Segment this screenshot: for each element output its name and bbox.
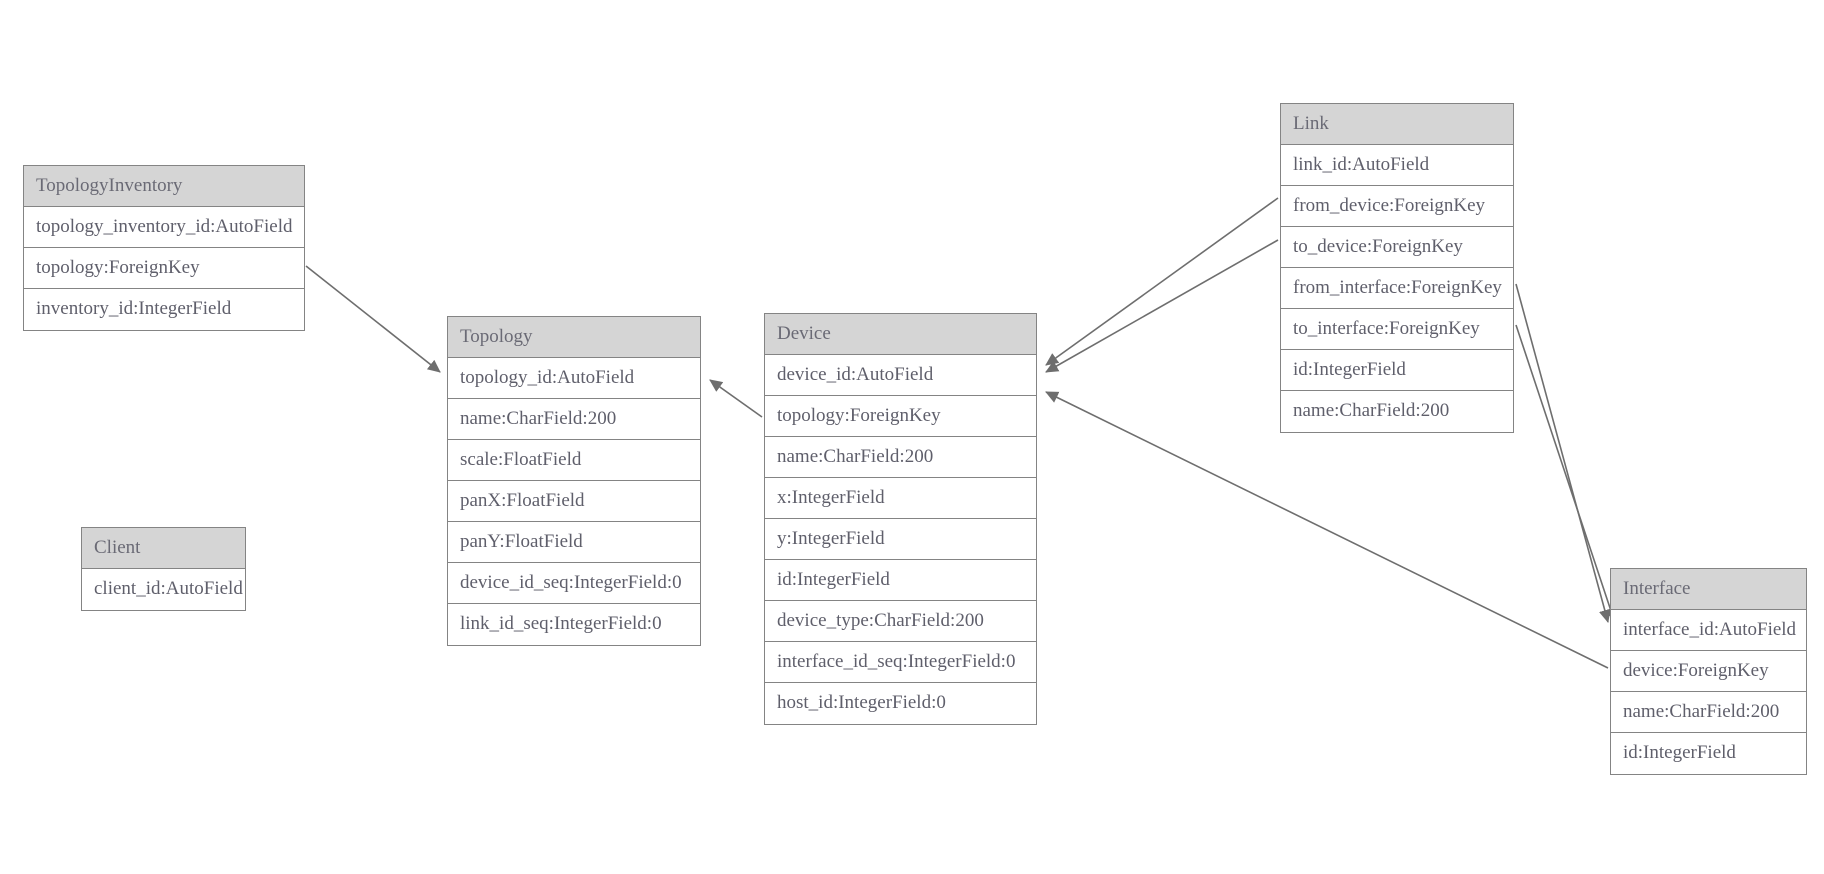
entity-field[interactable]: name:CharField:200	[1281, 391, 1513, 432]
entity-field[interactable]: link_id_seq:IntegerField:0	[448, 604, 700, 645]
edge-link-to-device	[1045, 239, 1279, 373]
entity-field[interactable]: scale:FloatField	[448, 440, 700, 481]
entity-title-topology_inventory: TopologyInventory	[24, 166, 304, 207]
entity-field[interactable]: device_type:CharField:200	[765, 601, 1036, 642]
entity-field[interactable]: x:IntegerField	[765, 478, 1036, 519]
entity-field[interactable]: from_interface:ForeignKey	[1281, 268, 1513, 309]
entity-field[interactable]: topology_id:AutoField	[448, 358, 700, 399]
entity-field[interactable]: y:IntegerField	[765, 519, 1036, 560]
edge-interface-device	[1045, 391, 1609, 669]
entity-field[interactable]: id:IntegerField	[1281, 350, 1513, 391]
edge-topologyinventory-topology	[305, 265, 441, 373]
entity-field[interactable]: client_id:AutoField	[82, 569, 245, 610]
entity-title-device: Device	[765, 314, 1036, 355]
entity-title-link: Link	[1281, 104, 1513, 145]
entity-field[interactable]: host_id:IntegerField:0	[765, 683, 1036, 724]
entity-title-client: Client	[82, 528, 245, 569]
edge-device-topology	[709, 379, 763, 418]
entity-field[interactable]: name:CharField:200	[448, 399, 700, 440]
entity-field[interactable]: to_interface:ForeignKey	[1281, 309, 1513, 350]
entity-field[interactable]: interface_id:AutoField	[1611, 610, 1806, 651]
entity-title-interface: Interface	[1611, 569, 1806, 610]
entity-field[interactable]: topology:ForeignKey	[765, 396, 1036, 437]
edge-link-from-interface	[1515, 283, 1611, 623]
entity-field[interactable]: panY:FloatField	[448, 522, 700, 563]
entity-field[interactable]: device_id_seq:IntegerField:0	[448, 563, 700, 604]
entity-field[interactable]: panX:FloatField	[448, 481, 700, 522]
entity-field[interactable]: topology:ForeignKey	[24, 248, 304, 289]
entity-field[interactable]: interface_id_seq:IntegerField:0	[765, 642, 1036, 683]
entity-field[interactable]: device_id:AutoField	[765, 355, 1036, 396]
entity-field[interactable]: id:IntegerField	[765, 560, 1036, 601]
edge-link-from-device	[1045, 197, 1279, 366]
entity-field[interactable]: name:CharField:200	[1611, 692, 1806, 733]
edge-link-to-interface	[1515, 324, 1616, 621]
entity-field[interactable]: id:IntegerField	[1611, 733, 1806, 774]
entity-field[interactable]: to_device:ForeignKey	[1281, 227, 1513, 268]
entity-field[interactable]: topology_inventory_id:AutoField	[24, 207, 304, 248]
entity-field[interactable]: device:ForeignKey	[1611, 651, 1806, 692]
entity-field[interactable]: from_device:ForeignKey	[1281, 186, 1513, 227]
entity-field[interactable]: inventory_id:IntegerField	[24, 289, 304, 330]
entity-title-topology: Topology	[448, 317, 700, 358]
entity-field[interactable]: name:CharField:200	[765, 437, 1036, 478]
entity-field[interactable]: link_id:AutoField	[1281, 145, 1513, 186]
